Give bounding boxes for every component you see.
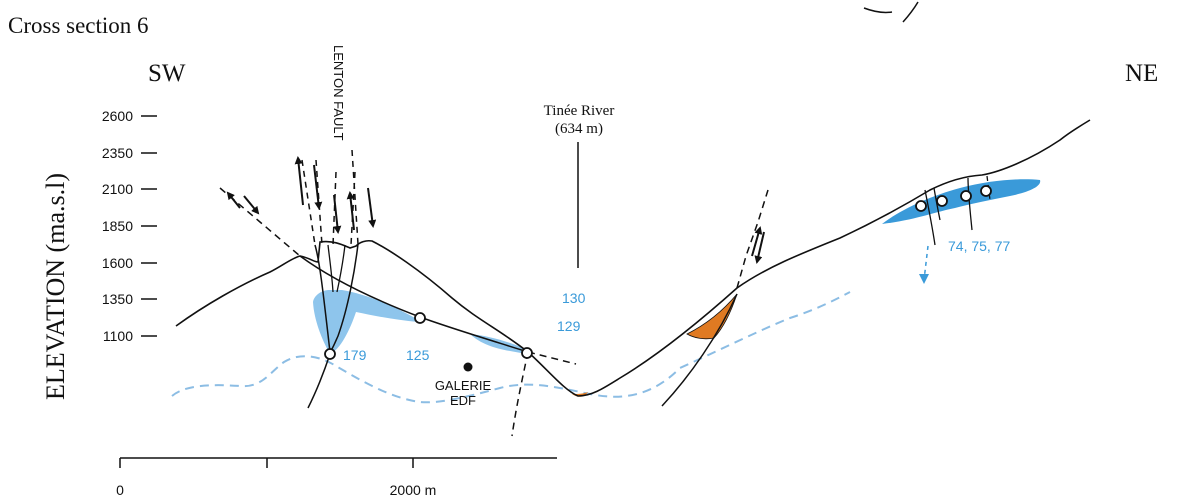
contact-line-dashed	[527, 351, 577, 365]
y-tick-label: 1600	[102, 255, 133, 271]
arrow-down-icon	[333, 194, 342, 234]
galerie-edf-marker	[463, 362, 473, 372]
y-tick-label: 2600	[102, 108, 133, 124]
arrow-up-icon	[346, 191, 355, 231]
ne-fault-traces	[924, 175, 991, 246]
spring-179	[324, 348, 336, 360]
spring-label-130: 130	[562, 290, 586, 306]
fault-label: LENTON FAULT	[331, 45, 346, 141]
y-tick-label: 1100	[103, 328, 133, 344]
arrow-down-icon	[313, 164, 323, 210]
galerie-label: GALERIE	[435, 378, 492, 393]
spring-label-129: 129	[557, 318, 581, 334]
scale-bar-start: 0	[116, 482, 124, 498]
spring-ne-d	[980, 185, 992, 197]
y-tick-label: 1850	[102, 218, 133, 234]
fault-motion-arrows	[226, 156, 765, 264]
topographic-profile	[175, 119, 1091, 397]
galerie-label: EDF	[450, 393, 476, 408]
arrow-up-icon	[294, 156, 304, 206]
spring-label-125: 125	[406, 347, 430, 363]
arrow-up-icon	[226, 191, 241, 209]
spring-label-179: 179	[343, 347, 367, 363]
arrow-up-icon	[751, 226, 763, 257]
river-elevation: (634 m)	[555, 121, 603, 137]
springs	[324, 185, 992, 360]
ne-drainage-arrow	[923, 245, 929, 281]
diagram-title: Cross section 6	[8, 13, 149, 38]
river-label: Tinée River	[544, 103, 615, 119]
deep-contact	[661, 293, 738, 407]
karst-conduit-inner	[327, 244, 346, 293]
water-table-dashed	[171, 291, 851, 404]
y-axis: 2600 2350 2100 1850 1600 1350 1100	[102, 108, 157, 344]
y-tick-label: 2350	[102, 145, 133, 161]
spring-125	[414, 312, 426, 324]
orange-deposit	[686, 293, 738, 340]
arrow-down-icon	[754, 231, 765, 264]
spring-ne-b	[936, 195, 948, 207]
deep-contact	[511, 351, 529, 437]
spring-ne-a	[915, 200, 927, 212]
y-tick-label: 1350	[102, 291, 133, 307]
scale-bar-end: 2000 m	[390, 482, 437, 498]
arrow-down-icon	[367, 187, 377, 228]
aquifer-body-light	[313, 290, 418, 354]
y-tick-label: 2100	[102, 181, 133, 197]
arrow-down-icon	[243, 195, 260, 215]
scale-bar	[119, 457, 557, 468]
spring-129	[521, 347, 533, 359]
orientation-ne: NE	[1125, 60, 1158, 87]
y-axis-label: ELEVATION (ma.s.l)	[41, 173, 70, 400]
orientation-sw: SW	[148, 60, 186, 87]
map-edge-arc	[863, 1, 919, 23]
deep-contact	[307, 353, 331, 409]
aquifer-body-ne	[882, 179, 1041, 224]
spring-ne-c	[960, 190, 972, 202]
fault-trace-dashed	[736, 189, 769, 289]
spring-label-74-75-77: 74, 75, 77	[948, 238, 1010, 254]
ne-drainage-arrowhead	[919, 274, 929, 284]
